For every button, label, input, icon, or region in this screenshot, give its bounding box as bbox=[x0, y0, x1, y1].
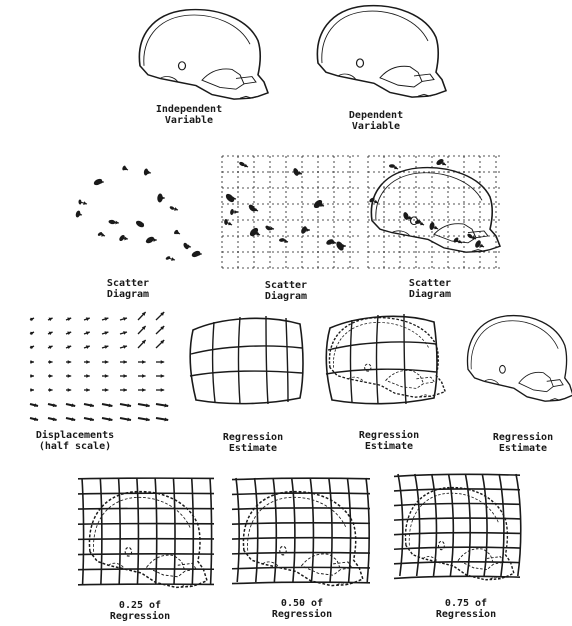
caption-scatter-diagram-1: Scatter Diagram bbox=[88, 278, 168, 300]
caption-partial-050: 0.50 of Regression bbox=[262, 598, 342, 620]
grid-line bbox=[232, 582, 370, 583]
grid-line bbox=[394, 576, 520, 578]
caption-partial-025: 0.25 of Regression bbox=[100, 600, 180, 622]
grid-line bbox=[232, 523, 370, 524]
grid-line bbox=[394, 518, 520, 520]
arrow-head bbox=[142, 388, 146, 392]
arrow-head bbox=[161, 374, 165, 378]
arrow-head bbox=[123, 360, 127, 364]
grid-line bbox=[78, 508, 214, 509]
grid-line bbox=[78, 493, 214, 494]
regression-estimate-skull bbox=[468, 316, 572, 402]
grid-line bbox=[78, 554, 214, 555]
grid-line bbox=[232, 553, 370, 554]
grid-line bbox=[78, 478, 214, 479]
arrow-head bbox=[68, 388, 72, 392]
arrow-head bbox=[105, 360, 109, 364]
arrow-head bbox=[153, 238, 157, 242]
independent-variable-skull bbox=[139, 10, 268, 99]
arrow-head bbox=[105, 374, 109, 378]
grid-line bbox=[78, 584, 214, 585]
scatter-diagram-grid bbox=[222, 156, 362, 268]
grid-line bbox=[78, 524, 214, 525]
scatter-diagram-grid-skull bbox=[368, 156, 502, 268]
caption-independent-variable: Independent Variable bbox=[134, 104, 244, 126]
arrow-head bbox=[123, 374, 127, 378]
arrow-head bbox=[100, 180, 104, 184]
grid-line bbox=[394, 474, 520, 476]
regression-estimate-grid-skull bbox=[326, 314, 445, 404]
caption-dependent-variable: Dependent Variable bbox=[326, 110, 426, 132]
arrow-head bbox=[161, 388, 165, 392]
arrow-head bbox=[142, 374, 146, 378]
arrow-head bbox=[49, 360, 53, 364]
arrow-head bbox=[306, 228, 310, 232]
grid-line bbox=[232, 478, 370, 479]
arrow-head bbox=[49, 388, 53, 392]
caption-scatter-diagram-2: Scatter Diagram bbox=[246, 280, 326, 302]
partial-regression-grid-025 bbox=[78, 478, 214, 587]
arrow-head bbox=[49, 374, 53, 378]
regression-estimate-grid bbox=[190, 316, 303, 404]
arrow-head bbox=[86, 360, 90, 364]
displacement-vector-field bbox=[30, 312, 168, 421]
caption-regression-estimate-2: Regression Estimate bbox=[344, 430, 434, 452]
arrow-head bbox=[123, 388, 127, 392]
grid-line bbox=[398, 474, 403, 576]
arrow-head bbox=[30, 374, 34, 378]
arrow-head bbox=[68, 360, 72, 364]
dependent-variable-skull bbox=[317, 6, 446, 97]
arrow-head bbox=[234, 210, 238, 214]
grid-line bbox=[394, 533, 520, 535]
caption-regression-estimate-3: Regression Estimate bbox=[478, 432, 568, 454]
caption-regression-estimate-1: Regression Estimate bbox=[208, 432, 298, 454]
arrow-head bbox=[161, 360, 165, 364]
arrow-head bbox=[105, 388, 109, 392]
arrow-head bbox=[142, 360, 146, 364]
caption-partial-075: 0.75 of Regression bbox=[426, 598, 506, 620]
arrow-head bbox=[198, 252, 202, 256]
arrow-head bbox=[86, 388, 90, 392]
arrow-head bbox=[30, 360, 34, 364]
caption-scatter-diagram-3: Scatter Diagram bbox=[390, 278, 470, 300]
grid-line bbox=[394, 547, 520, 549]
arrow-head bbox=[30, 388, 34, 392]
grid-line bbox=[232, 538, 370, 539]
arrow-head bbox=[161, 196, 165, 200]
arrow-head bbox=[68, 374, 72, 378]
arrow-head bbox=[86, 374, 90, 378]
grid-line bbox=[394, 504, 520, 506]
landmark-cluster bbox=[248, 203, 257, 212]
caption-displacements: Displacements (half scale) bbox=[20, 430, 130, 452]
grid-line bbox=[78, 539, 214, 540]
scatter-diagram-sparse bbox=[75, 165, 202, 261]
partial-regression-grid-075 bbox=[394, 474, 521, 580]
partial-regression-grid-050 bbox=[232, 478, 370, 586]
arrow-head bbox=[342, 244, 346, 248]
